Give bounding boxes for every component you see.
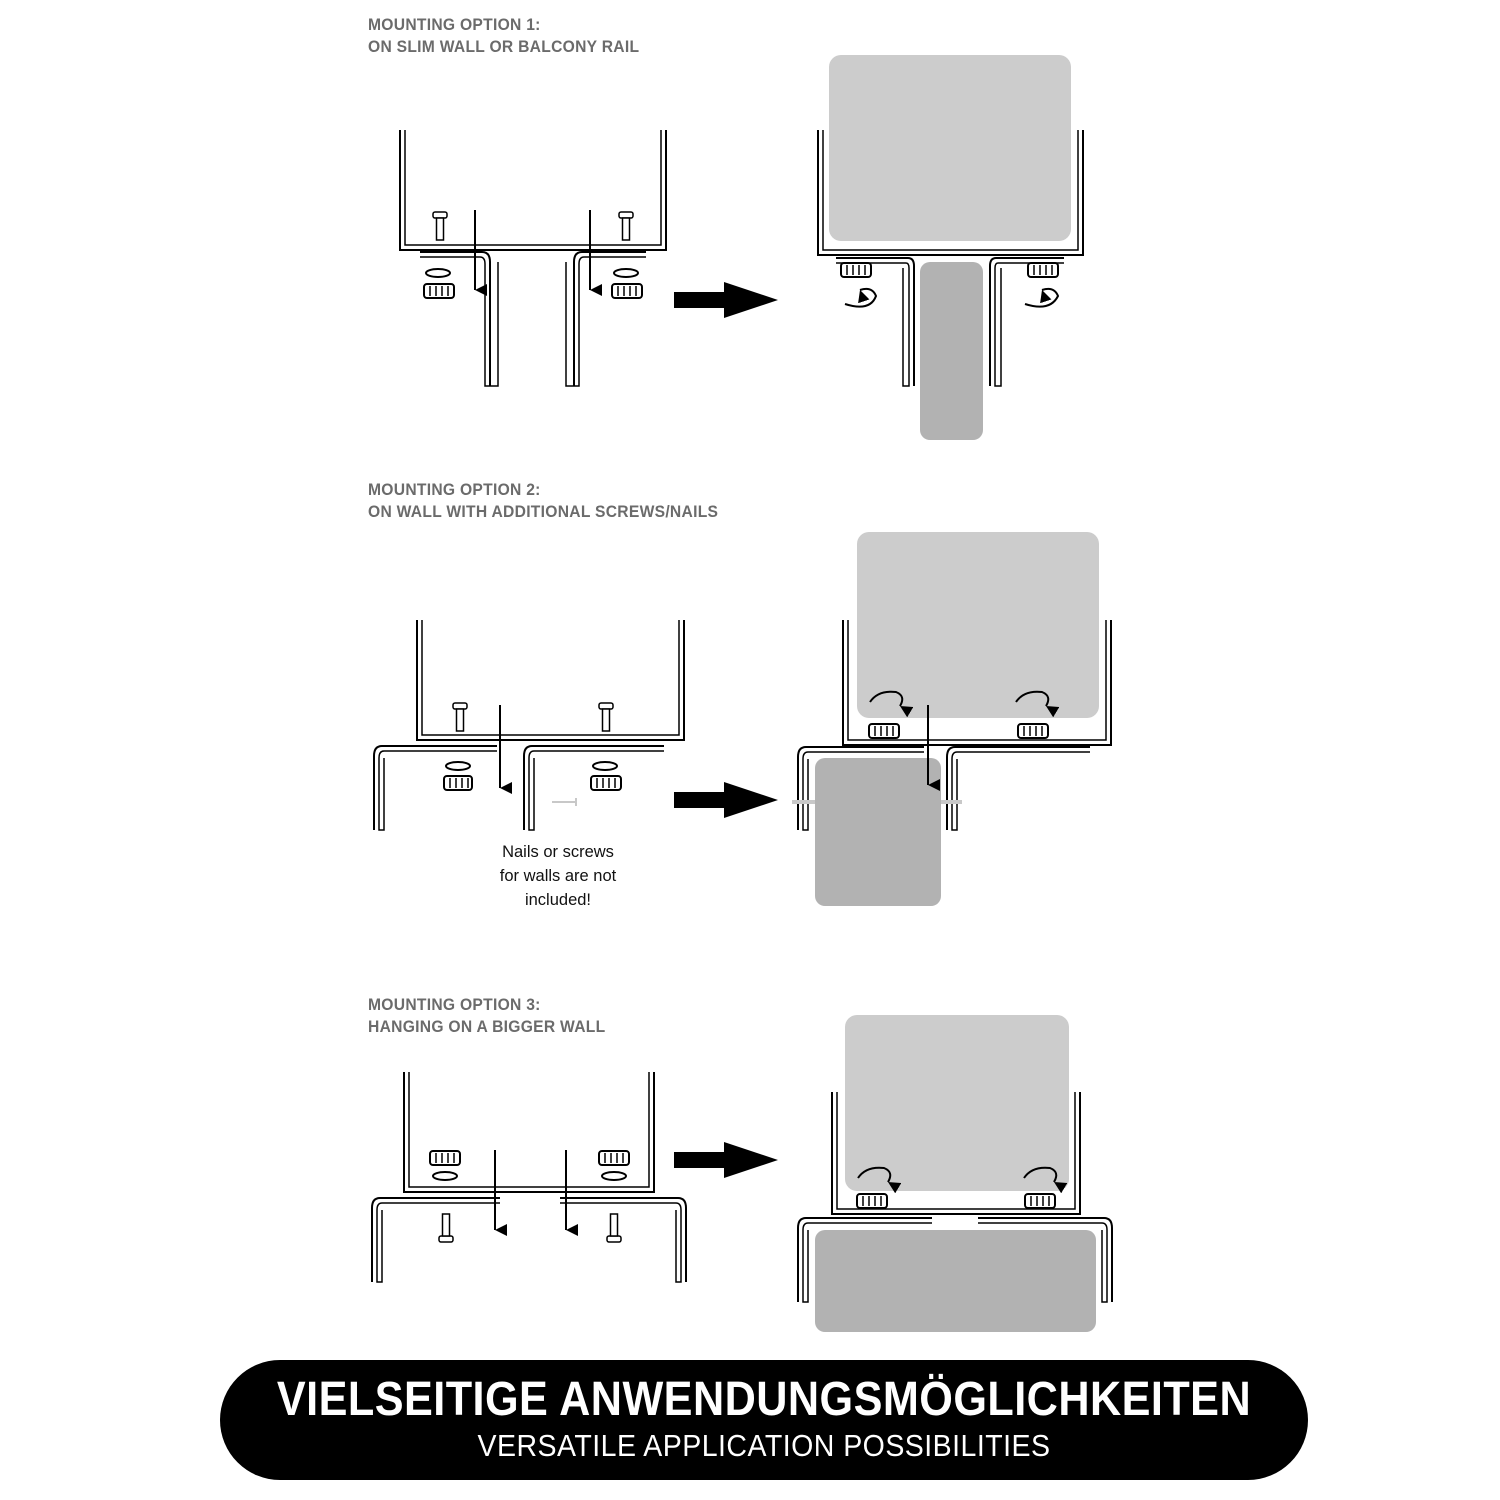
mounting-option-1-description: ON SLIM WALL OR BALCONY RAIL [368,37,640,56]
nut-icon [840,262,872,278]
option-3-parts-diagram [371,1072,687,1283]
nut-icon [856,1193,888,1209]
rotate-arrow-icon [857,1166,902,1194]
option-1-parts-diagram [399,130,667,387]
washer-icon [601,1171,627,1181]
u-bracket [416,620,685,741]
slim-wall [920,262,983,440]
mounting-option-1-heading: MOUNTING OPTION 1: ON SLIM WALL OR BALCO… [368,14,639,58]
rotate-arrow-icon [844,287,878,308]
right-hook-bracket [573,251,646,386]
big-arrow-icon [674,1142,778,1178]
bolt-icon [618,211,634,241]
banner-subtitle: VERSATILE APPLICATION POSSIBILITIES [477,1428,1051,1463]
wall-block [815,758,941,906]
nail-icon [552,798,577,806]
nut-icon [590,775,622,791]
mounting-option-3-description: HANGING ON A BIGGER WALL [368,1017,606,1036]
big-arrow-icon [674,782,778,818]
washer-icon [432,1171,458,1181]
planter-box [857,532,1099,718]
mounting-option-1-label: MOUNTING OPTION 1: [368,15,541,34]
banner-title: VIELSEITIGE ANWENDUNGSMÖGLICHKEITEN [276,1373,1252,1426]
rotate-arrow-icon [1015,690,1060,718]
u-bracket [403,1072,655,1193]
mounting-option-3-heading: MOUNTING OPTION 3: HANGING ON A BIGGER W… [368,994,605,1038]
option-1-assembled-diagram [817,55,1084,440]
nails-not-included-note: Nails or screws for walls are not includ… [448,840,668,912]
nut-icon [423,283,455,299]
nut-icon [868,723,900,739]
nut-icon [1027,262,1059,278]
nut-icon [598,1150,630,1166]
option-2-parts-diagram [373,620,685,831]
rotate-arrow-icon [869,690,914,718]
note-line-2: for walls are not [499,867,617,885]
bigger-wall [815,1230,1096,1332]
bolt-icon [452,702,468,732]
mounting-option-2-label: MOUNTING OPTION 2: [368,480,541,499]
nut-icon [1024,1193,1056,1209]
mounting-option-2-description: ON WALL WITH ADDITIONAL SCREWS/NAILS [368,502,719,521]
big-arrow-icon [674,282,778,318]
planter-box [845,1015,1069,1191]
option-2-assembled-diagram [792,532,1112,906]
washer-icon [425,268,451,278]
bolt-icon [598,702,614,732]
bolt-icon [432,211,448,241]
title-banner: VIELSEITIGE ANWENDUNGSMÖGLICHKEITEN VERS… [220,1360,1308,1480]
right-wall-bracket [523,745,664,830]
note-line-3: included! [524,891,592,909]
mounting-option-2-heading: MOUNTING OPTION 2: ON WALL WITH ADDITION… [368,479,718,523]
nut-icon [443,775,473,791]
washer-icon [592,761,618,771]
bolt-icon [606,1213,622,1243]
nut-icon [429,1150,461,1166]
planter-box [829,55,1071,241]
option-3-assembled-diagram [797,1015,1113,1332]
left-wall-bracket [373,745,497,830]
washer-icon [613,268,639,278]
mounting-option-3-label: MOUNTING OPTION 3: [368,995,541,1014]
rotate-arrow-icon [1024,287,1060,308]
u-bracket [399,130,667,251]
washer-icon [445,761,471,771]
left-hook-bracket [420,251,491,386]
wide-wall-bracket [371,1197,500,1282]
rotate-arrow-icon [1023,1166,1068,1194]
nut-icon [611,283,643,299]
nut-icon [1017,723,1049,739]
note-line-1: Nails or screws [502,843,614,861]
bolt-icon [438,1213,454,1243]
